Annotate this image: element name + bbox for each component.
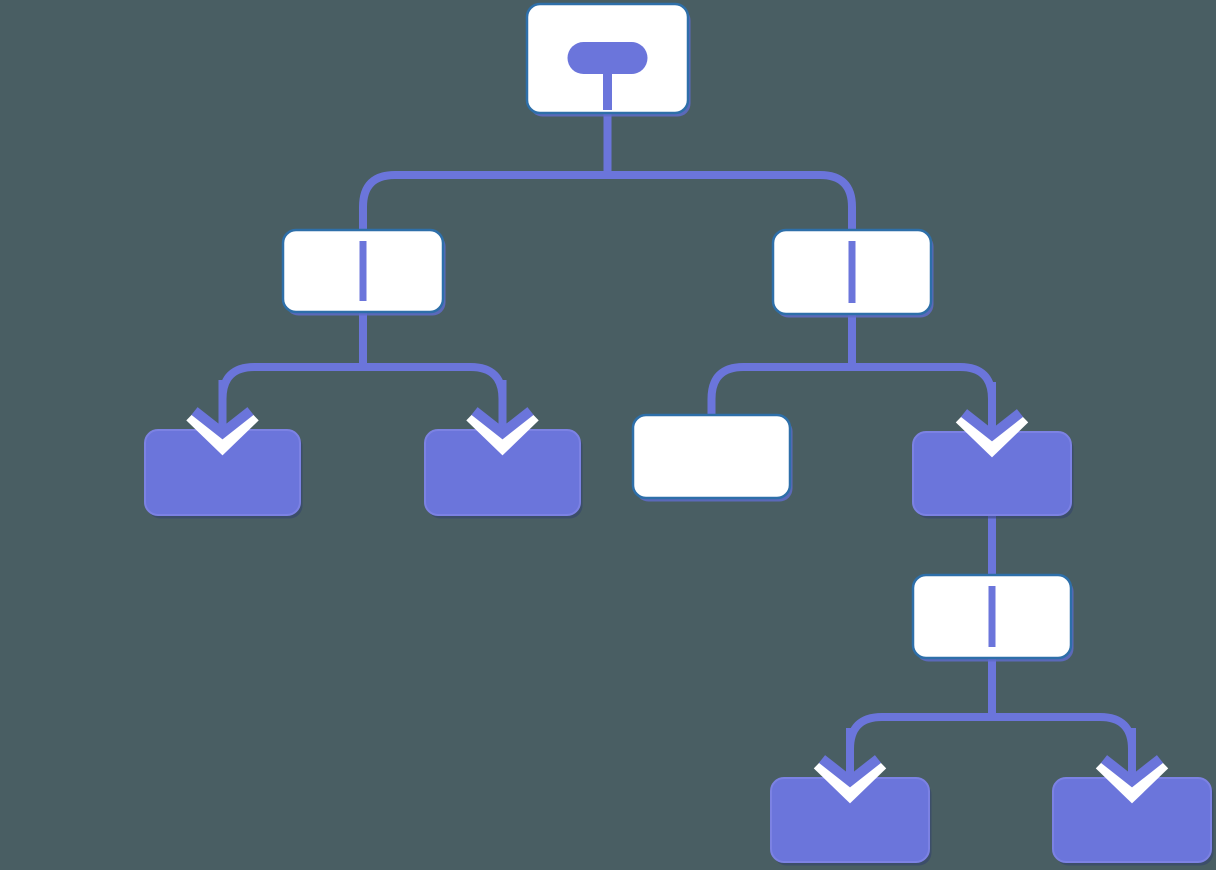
double-chevron-down-icon <box>191 407 254 440</box>
arrow-casing-chevron-icon <box>1095 757 1169 804</box>
arrow-casing-chevron-icon <box>813 757 887 804</box>
arrow-casing-chevron-icon <box>466 409 539 456</box>
double-chevron-down-icon <box>1100 755 1164 788</box>
arrow-casing-chevron-icon <box>186 409 259 456</box>
connector-split-top <box>359 171 856 232</box>
root-pill-icon <box>567 42 648 74</box>
double-chevron-down-icon <box>960 409 1024 442</box>
double-chevron-down-icon <box>818 755 882 788</box>
arrow-casing-chevron-icon <box>955 411 1029 458</box>
leaf-right-white[interactable] <box>631 413 792 500</box>
double-chevron-down-icon <box>471 407 534 440</box>
connector-split-bottom <box>846 713 1136 781</box>
connector-split-left <box>218 363 507 433</box>
